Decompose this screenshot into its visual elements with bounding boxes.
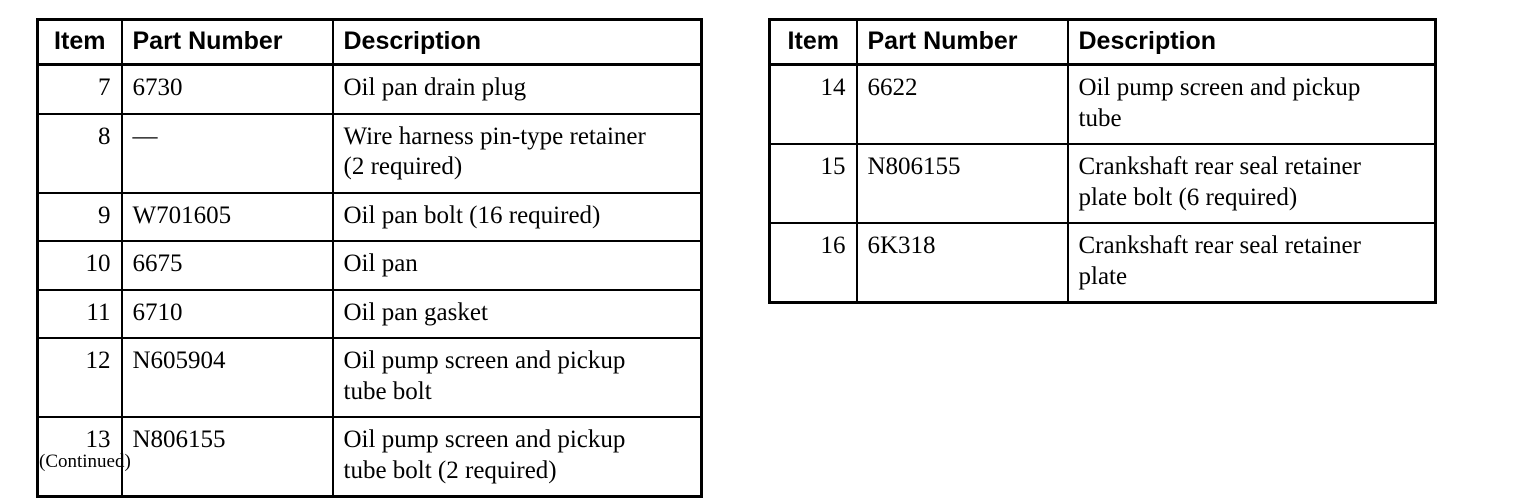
description-line: Oil pump screen and pickup xyxy=(343,347,626,374)
cell-item: 7 xyxy=(37,64,123,114)
cell-description: Wire harness pin-type retainer (2 require… xyxy=(331,112,702,193)
description-line: Oil pan gasket xyxy=(343,298,488,326)
description-line: tube xyxy=(1078,104,1122,132)
header-row: Item Part Number Description xyxy=(769,19,1436,66)
description-line: Oil pan xyxy=(343,250,418,277)
description-line: Wire harness pin-type retainer xyxy=(343,122,646,150)
cell-description: Oil pump screen and pickup tube bolt (2 r… xyxy=(331,416,702,497)
cell-item: 12 xyxy=(37,337,123,417)
cell-description: Oil pan drain plug xyxy=(331,64,702,114)
cell-description: Crankshaft rear seal retainer plate xyxy=(1066,222,1436,303)
table-header-right: Item Part Number Description xyxy=(769,19,1436,66)
cell-item: 8 xyxy=(37,112,123,193)
cell-item: 15 xyxy=(769,143,858,223)
cell-description: Oil pan xyxy=(331,240,702,290)
description-line: plate xyxy=(1078,262,1128,290)
description-line: Crankshaft rear seal retainer xyxy=(1078,153,1361,180)
cell-part-number: 6675 xyxy=(120,240,334,290)
cell-item: 11 xyxy=(37,288,123,338)
description-line: (2 required) xyxy=(343,153,463,180)
column-header-description: Description xyxy=(1066,19,1436,66)
cell-part-number: 6K318 xyxy=(855,222,1069,303)
cell-item: 9 xyxy=(37,191,123,241)
cell-part-number: W701605 xyxy=(120,191,334,241)
description-line: Oil pan drain plug xyxy=(343,74,527,101)
cell-part-number: — xyxy=(120,112,334,193)
header-row: Item Part Number Description xyxy=(37,19,702,66)
description-line: tube bolt xyxy=(343,377,432,405)
cell-part-number: 6710 xyxy=(120,288,334,338)
column-header-part-number: Part Number xyxy=(855,19,1069,66)
cell-item: 14 xyxy=(769,64,858,144)
cell-description: Crankshaft rear seal retainer plate bolt … xyxy=(1066,143,1436,223)
cell-part-number: N806155 xyxy=(120,416,334,497)
description-line: Oil pump screen and pickup xyxy=(1078,74,1361,101)
description-line: tube bolt (2 required) xyxy=(343,456,557,484)
column-header-item: Item xyxy=(769,19,858,66)
table-row: 8— Wire harness pin-type retainer (2 requi… xyxy=(37,112,702,193)
continued-note: (Continued) xyxy=(39,451,131,472)
cell-part-number: N806155 xyxy=(855,143,1069,223)
column-header-part-number: Part Number xyxy=(120,19,334,66)
description-line: Oil pan bolt (16 required) xyxy=(343,201,601,229)
cell-part-number: N605904 xyxy=(120,337,334,417)
description-line: Crankshaft rear seal retainer xyxy=(1078,232,1361,259)
cell-description: Oil pump screen and pickup tube bolt xyxy=(331,337,702,417)
cell-part-number: 6730 xyxy=(120,64,334,114)
description-line: Oil pump screen and pickup xyxy=(343,426,626,453)
cell-item: 16 xyxy=(769,222,858,303)
cell-item: 10 xyxy=(37,240,123,290)
column-header-item: Item xyxy=(37,19,123,66)
table-header-left: Item Part Number Description xyxy=(37,19,702,66)
description-line: plate bolt (6 required) xyxy=(1078,183,1298,211)
cell-description: Oil pump screen and pickup tube xyxy=(1066,64,1436,144)
cell-part-number: 6622 xyxy=(855,64,1069,144)
cell-description: Oil pan bolt (16 required) xyxy=(331,191,702,241)
column-header-description: Description xyxy=(331,19,702,66)
cell-item: 13 xyxy=(37,416,123,497)
cell-description: Oil pan gasket xyxy=(331,288,702,338)
